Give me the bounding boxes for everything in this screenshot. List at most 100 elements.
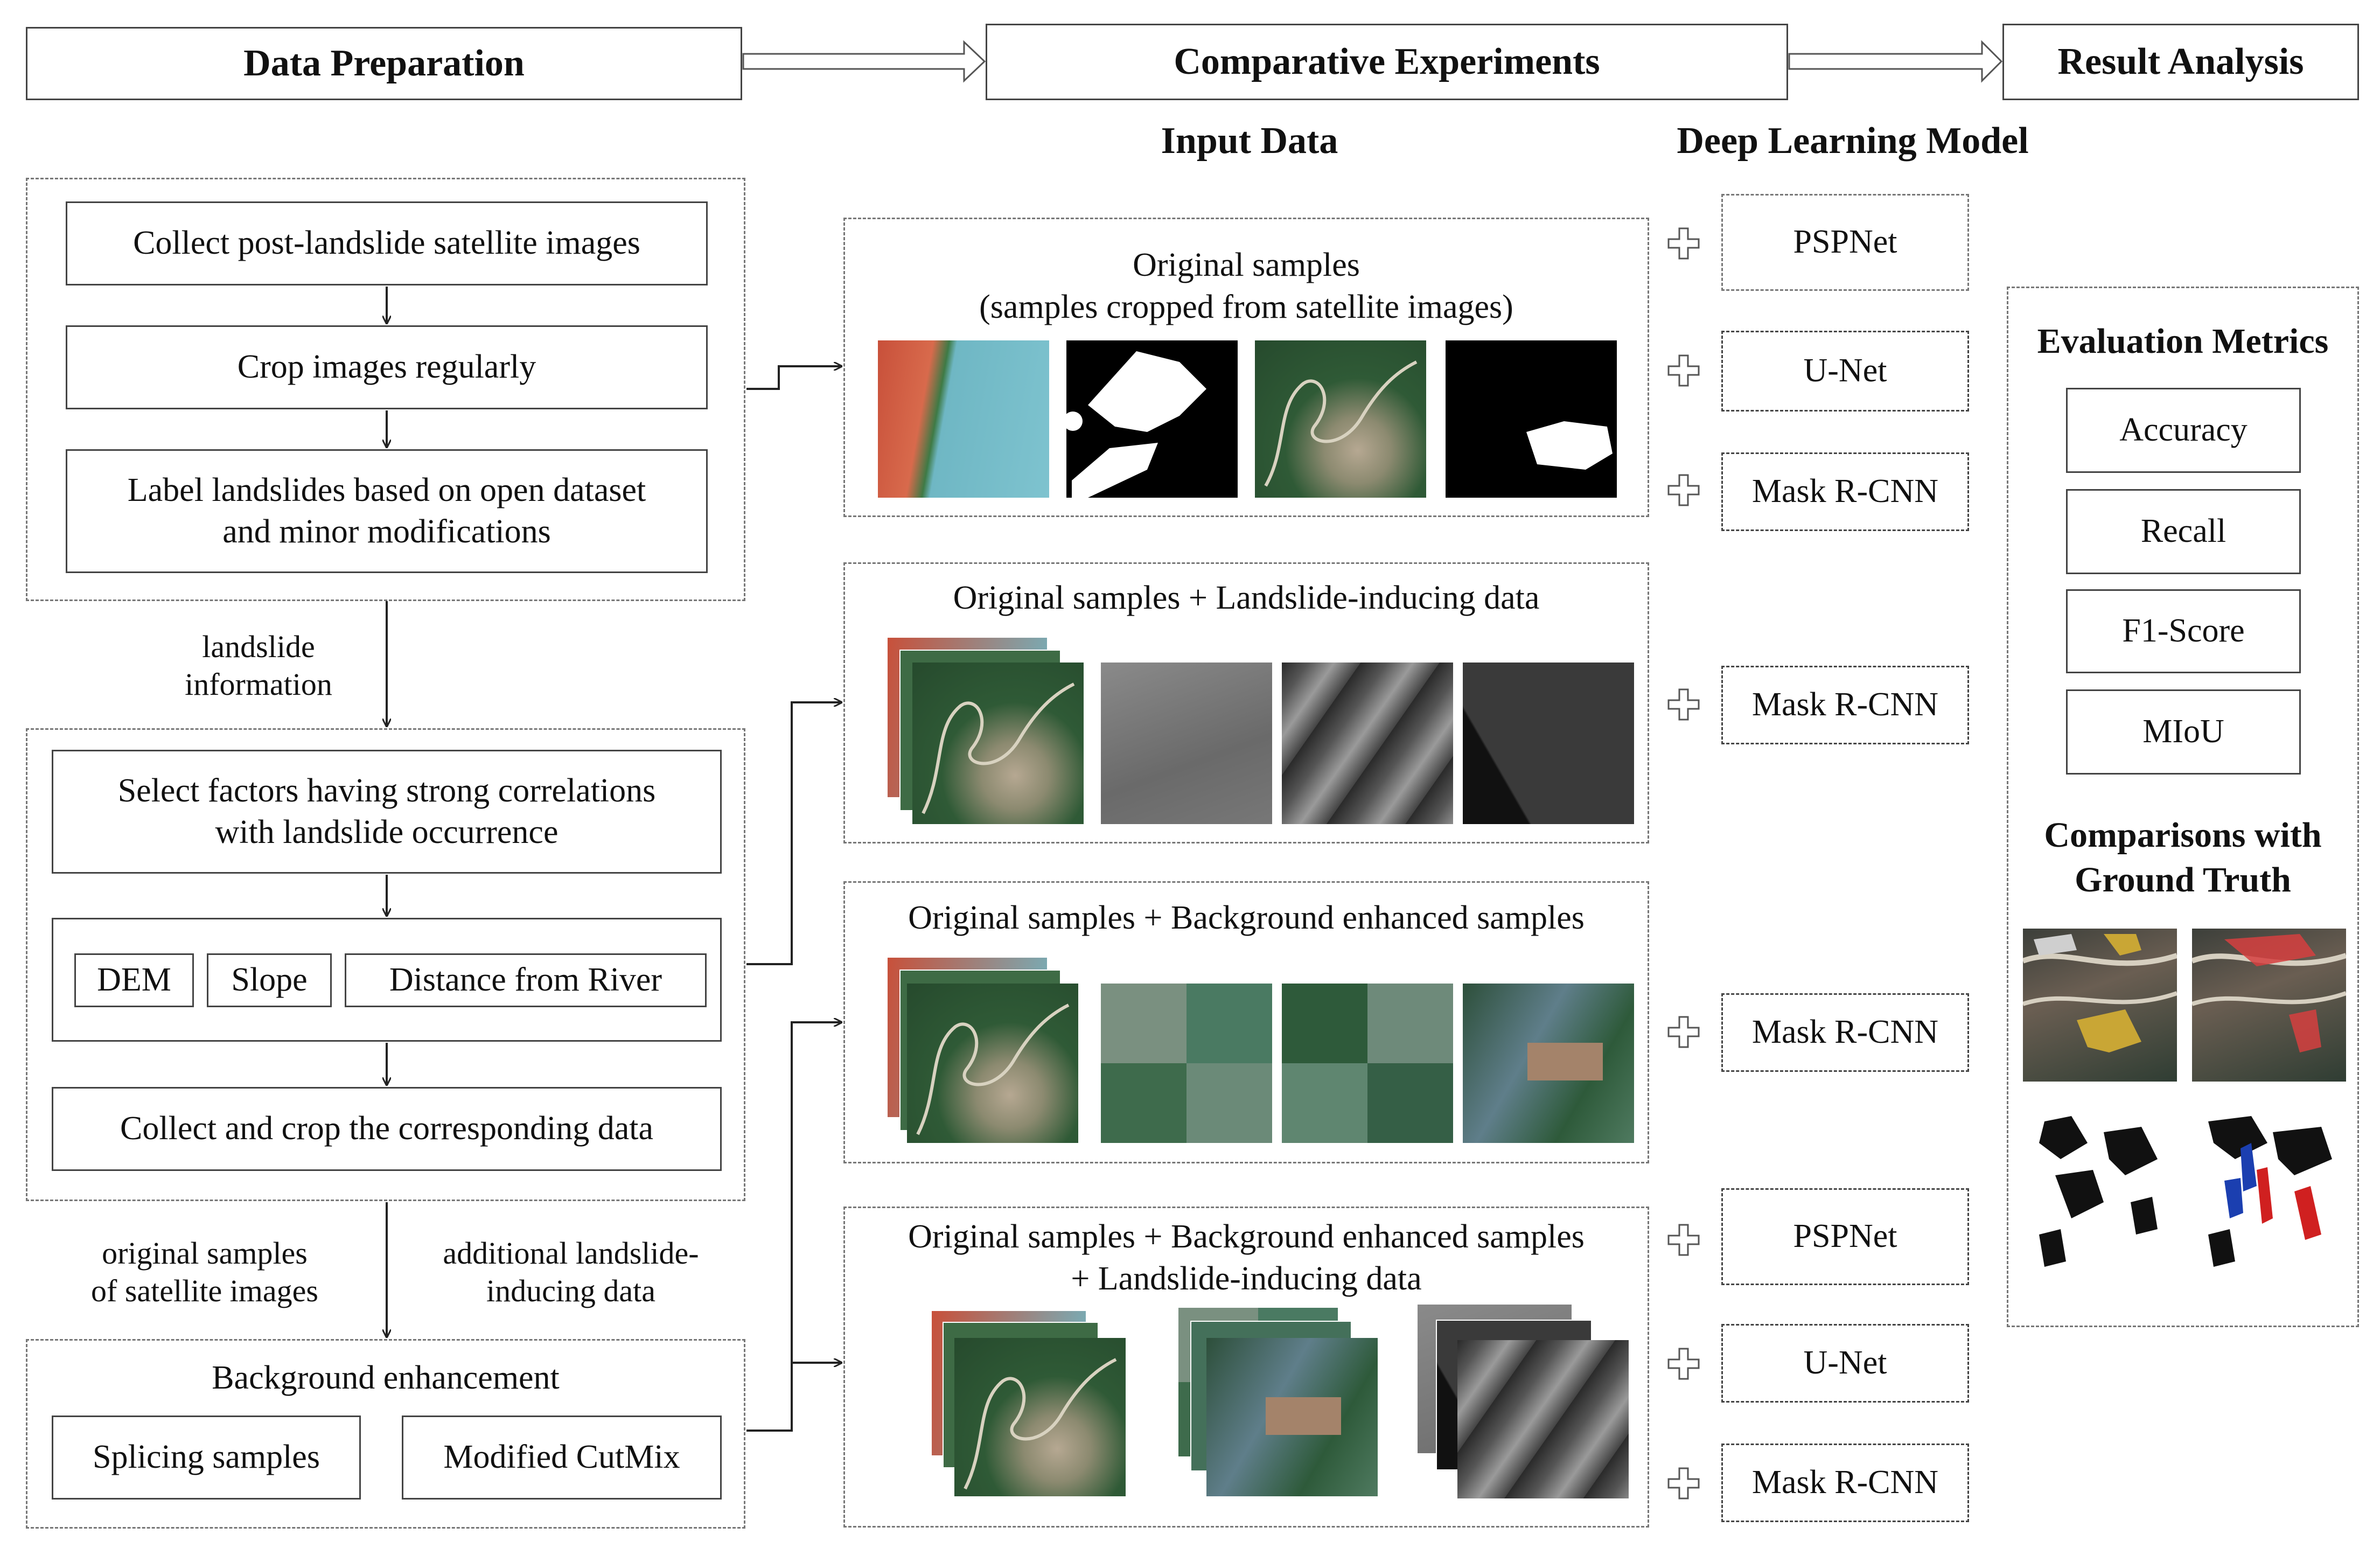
subheader-input-data: Input Data <box>1161 120 1338 162</box>
landslide-information-label: landslide information <box>135 628 382 703</box>
stack4c-layer-front <box>1457 1340 1629 1498</box>
experiment-panel-2 <box>843 562 1649 843</box>
plus-signs <box>1667 227 1700 1500</box>
metric-miou-label: MIoU <box>2142 713 2224 750</box>
select-factors-line2: with landslide occurrence <box>215 814 559 850</box>
splicing-samples-label: Splicing samples <box>93 1439 320 1476</box>
preparation-group-2 <box>26 728 745 1201</box>
model-maskrcnn-3: Mask R-CNN <box>1721 993 1969 1072</box>
factor-slope: Slope <box>207 953 332 1007</box>
comparison-overlay-2 <box>2191 934 2347 1052</box>
experiment-panel-4 <box>843 1207 1649 1528</box>
comparisons-title: Comparisons with Ground Truth <box>2007 813 2359 902</box>
metric-f1-score-label: F1-Score <box>2122 612 2245 650</box>
cutmix-sample <box>1463 984 1634 1143</box>
experiment-panel-3 <box>843 881 1649 1163</box>
road-lines-2 <box>922 682 1075 814</box>
model-maskrcnn-1: Mask R-CNN <box>1721 452 1969 531</box>
collect-images-label: Collect post-landslide satellite images <box>133 225 640 262</box>
spliced-sample-1 <box>1101 984 1272 1143</box>
select-factors-box: Select factors having strong correlation… <box>52 750 722 874</box>
label-landslides-box: Label landslides based on open dataset a… <box>66 449 708 573</box>
header-arrow-2 <box>1788 40 2003 83</box>
background-enhancement-title: Background enhancement <box>212 1359 560 1396</box>
metric-accuracy: Accuracy <box>2066 388 2301 473</box>
metric-f1-score: F1-Score <box>2066 589 2301 673</box>
modified-cutmix-box: Modified CutMix <box>402 1416 722 1500</box>
road-lines-1 <box>1264 360 1418 487</box>
mask-shape-1 <box>1063 351 1206 498</box>
stack4b-layer-front <box>1206 1338 1378 1496</box>
header-result-analysis: Result Analysis <box>2002 24 2359 100</box>
additional-data-label: additional landslide- inducing data <box>420 1235 722 1309</box>
evaluation-metrics-title: Evaluation Metrics <box>2037 322 2329 361</box>
distance-river-image <box>1463 663 1634 824</box>
experiment-1-title-line1: Original samples <box>1133 247 1360 283</box>
subheader-deep-learning-model: Deep Learning Model <box>1677 120 2029 162</box>
comparisons-line1: Comparisons with <box>2044 815 2322 855</box>
experiment-4-title-line2: + Landslide-inducing data <box>1071 1260 1422 1297</box>
model-maskrcnn-2: Mask R-CNN <box>1721 666 1969 744</box>
model-maskrcnn-4-label: Mask R-CNN <box>1751 1464 1939 1501</box>
experiment-panel-1 <box>843 218 1649 517</box>
model-unet-1: U-Net <box>1721 331 1969 412</box>
experiment-1-title-line2: (samples cropped from satellite images) <box>979 288 1513 325</box>
comparison-mask-1-shapes <box>2039 1116 2158 1267</box>
dem-image <box>1101 663 1272 824</box>
additional-data-line1: additional landslide- <box>443 1236 699 1271</box>
crop-images-box: Crop images regularly <box>66 325 708 409</box>
mask-shape-2 <box>1526 421 1613 470</box>
slope-image <box>1282 663 1453 824</box>
model-unet-4-label: U-Net <box>1803 1344 1887 1382</box>
panel-connectors <box>746 366 841 1432</box>
cutmix-patch <box>1527 1043 1603 1080</box>
label-landslides-line2: and minor modifications <box>222 513 551 550</box>
model-maskrcnn-1-label: Mask R-CNN <box>1751 473 1939 510</box>
metric-recall: Recall <box>2066 489 2301 574</box>
header-comparative-experiments-label: Comparative Experiments <box>1174 41 1600 82</box>
road-lines-4 <box>964 1358 1117 1490</box>
original-samples-line2: of satellite images <box>91 1273 318 1308</box>
experiment-2-title: Original samples + Landslide-inducing da… <box>953 580 1540 616</box>
satellite-image-landslide <box>1255 340 1426 498</box>
background-enhancement-group <box>26 1339 745 1529</box>
header-data-preparation: Data Preparation <box>26 27 742 100</box>
comparisons-line2: Ground Truth <box>2075 860 2291 900</box>
metric-accuracy-label: Accuracy <box>2119 412 2248 449</box>
label-landslides-line1: Label landslides based on open dataset <box>127 471 646 508</box>
preparation-group-1 <box>26 178 745 601</box>
header-arrow-1 <box>742 40 986 83</box>
factor-distance-river: Distance from River <box>345 953 707 1007</box>
comparison-mask-2 <box>2192 1111 2346 1272</box>
model-pspnet-1-label: PSPNet <box>1793 224 1897 261</box>
factor-dem-label: DEM <box>97 961 171 999</box>
model-pspnet-4: PSPNet <box>1721 1188 1969 1285</box>
metric-recall-label: Recall <box>2140 513 2227 550</box>
landslide-info-line1: landslide <box>202 629 315 664</box>
comparison-mask-2-shapes <box>2208 1116 2332 1267</box>
modified-cutmix-label: Modified CutMix <box>443 1439 680 1476</box>
factor-slope-label: Slope <box>231 961 308 999</box>
factor-distance-river-label: Distance from River <box>389 961 662 999</box>
header-result-analysis-label: Result Analysis <box>2057 41 2304 82</box>
comparison-overlay-1 <box>2022 934 2178 1052</box>
road-lines-3 <box>916 1003 1070 1135</box>
model-maskrcnn-4: Mask R-CNN <box>1721 1444 1969 1522</box>
model-pspnet-1: PSPNet <box>1721 194 1969 291</box>
select-factors-line1: Select factors having strong correlation… <box>117 772 656 809</box>
comparison-image-2 <box>2191 929 2347 1082</box>
model-unet-4: U-Net <box>1721 1324 1969 1403</box>
collect-images-box: Collect post-landslide satellite images <box>66 201 708 285</box>
landslide-info-line2: information <box>185 666 332 702</box>
satellite-image-coast <box>878 340 1049 498</box>
collect-crop-label: Collect and crop the corresponding data <box>120 1110 653 1147</box>
experiment-4-title: Original samples + Background enhanced s… <box>843 1216 1649 1300</box>
stack-layer-front <box>912 663 1084 824</box>
header-data-preparation-label: Data Preparation <box>243 43 525 84</box>
experiment-4-title-line1: Original samples + Background enhanced s… <box>908 1218 1585 1255</box>
mask-image-2 <box>1446 340 1617 498</box>
model-maskrcnn-2-label: Mask R-CNN <box>1751 686 1939 723</box>
original-samples-label: original samples of satellite images <box>59 1235 350 1309</box>
stack4a-layer-front <box>954 1338 1126 1496</box>
